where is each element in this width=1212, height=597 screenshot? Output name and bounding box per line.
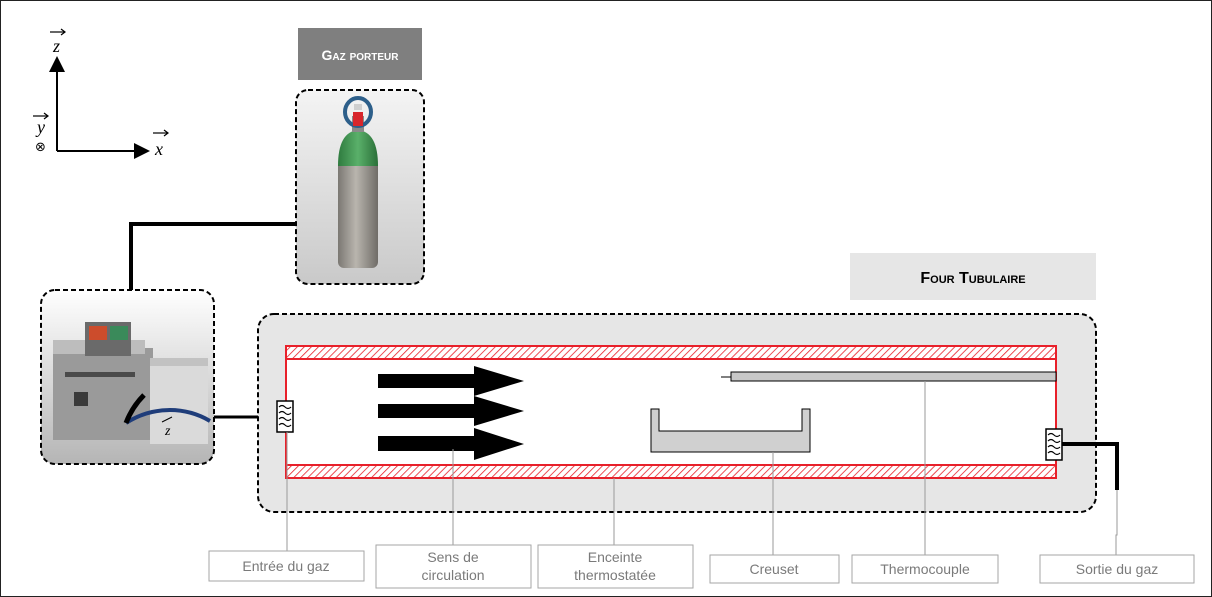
furnace-title-box (850, 253, 1096, 300)
callout-crucible-box (709, 554, 840, 584)
callout-flow-direction-line2: circulation (421, 567, 484, 583)
crucible-icon (650, 408, 811, 453)
callout-enclosure-line2: thermostatée (574, 567, 656, 583)
axis-label-x: x (154, 139, 163, 159)
heater-band-bottom (285, 464, 1057, 479)
controller-gauge-arc-dark (123, 393, 146, 424)
axis-label-y: y (35, 117, 45, 137)
callout-thermocouple: Thermocouple (880, 561, 970, 577)
axes-icon (33, 28, 169, 159)
controller-gauge-arc (124, 408, 212, 425)
callout-flow-direction-box (375, 544, 532, 589)
callout-gas-inlet: Entrée du gaz (242, 558, 329, 574)
callout-leaders (286, 381, 1118, 555)
gas-source-title: Gaz porteur (321, 47, 399, 63)
callout-enclosure-box (537, 544, 694, 589)
callout-gas-inlet-box (208, 550, 365, 582)
callout-enclosure-line1: Enceinte (588, 549, 643, 565)
flow-direction-arrows (378, 366, 524, 460)
axis-label-into-page: ⊗ (35, 140, 46, 155)
controller-gauge-arrow (161, 416, 173, 423)
controller-device-icon (53, 322, 208, 444)
callout-gas-outlet-box (1039, 554, 1195, 584)
gas-outlet-seal-icon (1045, 428, 1063, 461)
gas-bottle-icon (338, 96, 378, 268)
callout-flow-direction-line1: Sens de (427, 549, 479, 565)
furnace-title: Four Tubulaire (920, 270, 1025, 287)
callout-crucible: Creuset (749, 561, 798, 577)
callout-thermocouple-box (851, 554, 999, 584)
gas-inlet-seal-icon (276, 400, 294, 433)
callout-gas-outlet: Sortie du gaz (1076, 561, 1159, 577)
gas-source-title-box (298, 28, 422, 80)
axis-label-z: z (52, 36, 60, 56)
heater-band-top (285, 345, 1057, 360)
thermocouple-rod (730, 371, 1057, 382)
controller-gauge-label: z (164, 424, 171, 439)
gas-pipe-outlet (1062, 442, 1119, 490)
gas-pipe-supply (129, 222, 297, 292)
